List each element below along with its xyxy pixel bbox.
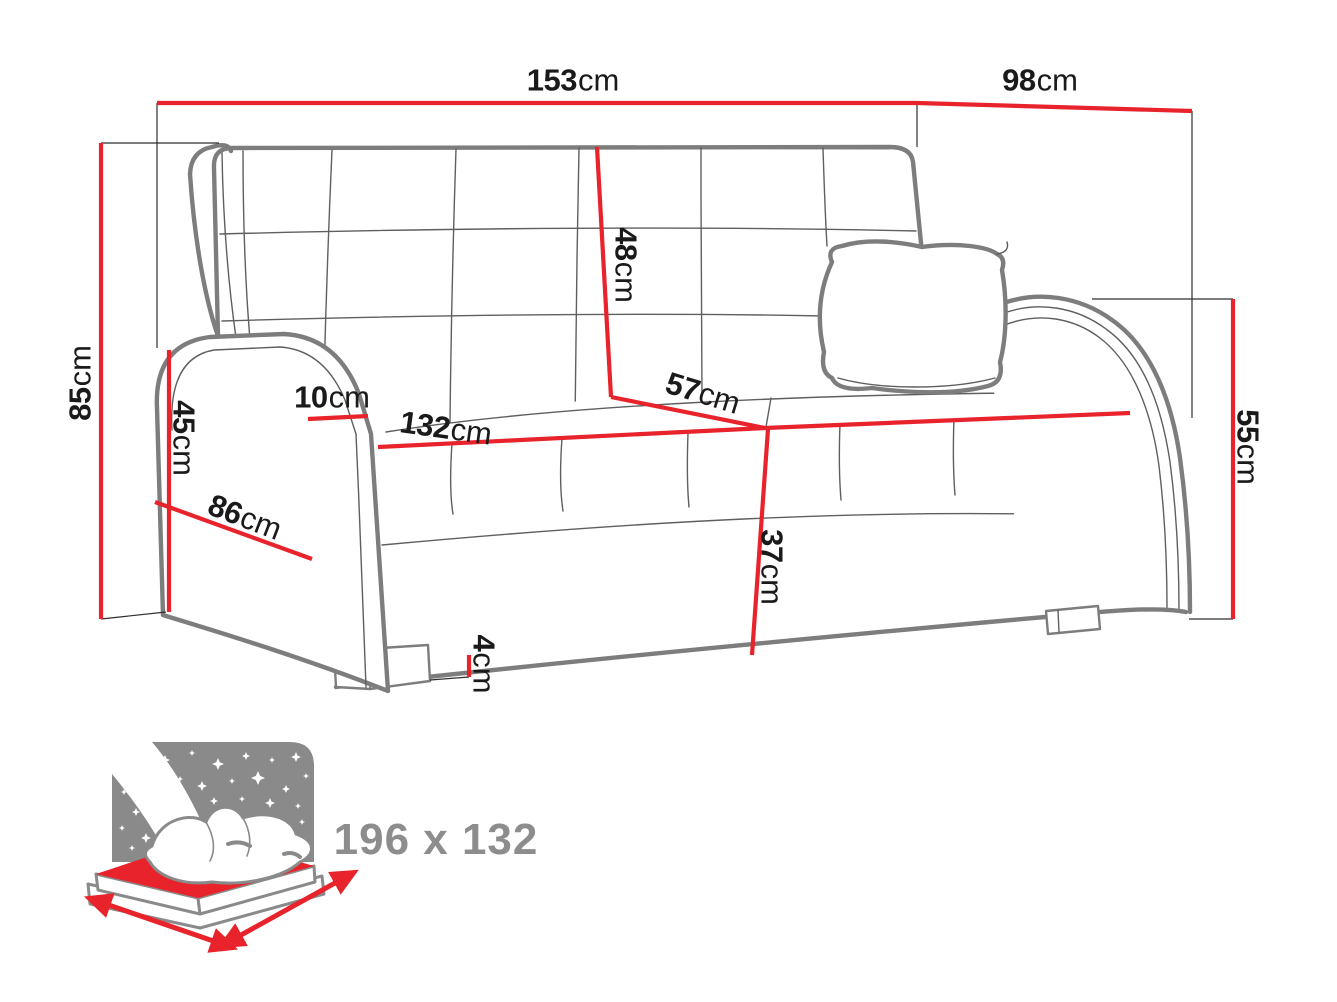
sofa-drawing	[154, 143, 1193, 694]
measure-line-48	[594, 146, 614, 398]
dim-label-side-height-55: 55cm	[1230, 409, 1266, 485]
dim-label-arm-height-45: 45cm	[166, 400, 202, 476]
right-leg	[1044, 604, 1102, 636]
pillow	[817, 239, 1009, 395]
measure-line-57	[610, 394, 766, 431]
blanket	[144, 805, 313, 885]
measure-line-132	[377, 425, 766, 450]
dim-label-depth-98: 98cm	[1002, 62, 1078, 98]
bed-size-label: 196 x 132	[333, 815, 539, 864]
dim-label-leg-height-4: 4cm	[466, 634, 502, 694]
dim-label-height-85: 85cm	[62, 345, 98, 421]
measure-line-seat-front	[764, 410, 1131, 431]
right-armrest	[993, 294, 1193, 615]
dim-label-width-153: 153cm	[526, 62, 620, 98]
left-armrest	[154, 331, 391, 694]
bed-size-arrows	[83, 869, 359, 953]
measure-line-37	[749, 428, 771, 656]
measure-line-98	[916, 100, 1193, 114]
dim-label-arm-width-10: 10cm	[294, 379, 370, 415]
sofa-bed-icon	[83, 742, 359, 953]
extension-line	[100, 611, 167, 620]
extension-line	[429, 676, 470, 681]
measure-line-86	[154, 500, 313, 561]
measure-line-10	[307, 413, 369, 422]
dim-label-seat-height-37: 37cm	[754, 529, 790, 605]
fold-out-bed	[83, 805, 359, 953]
sofa-base	[332, 604, 1189, 691]
dim-label-backrest-48: 48cm	[608, 227, 644, 303]
dimension-lines	[98, 100, 1236, 681]
